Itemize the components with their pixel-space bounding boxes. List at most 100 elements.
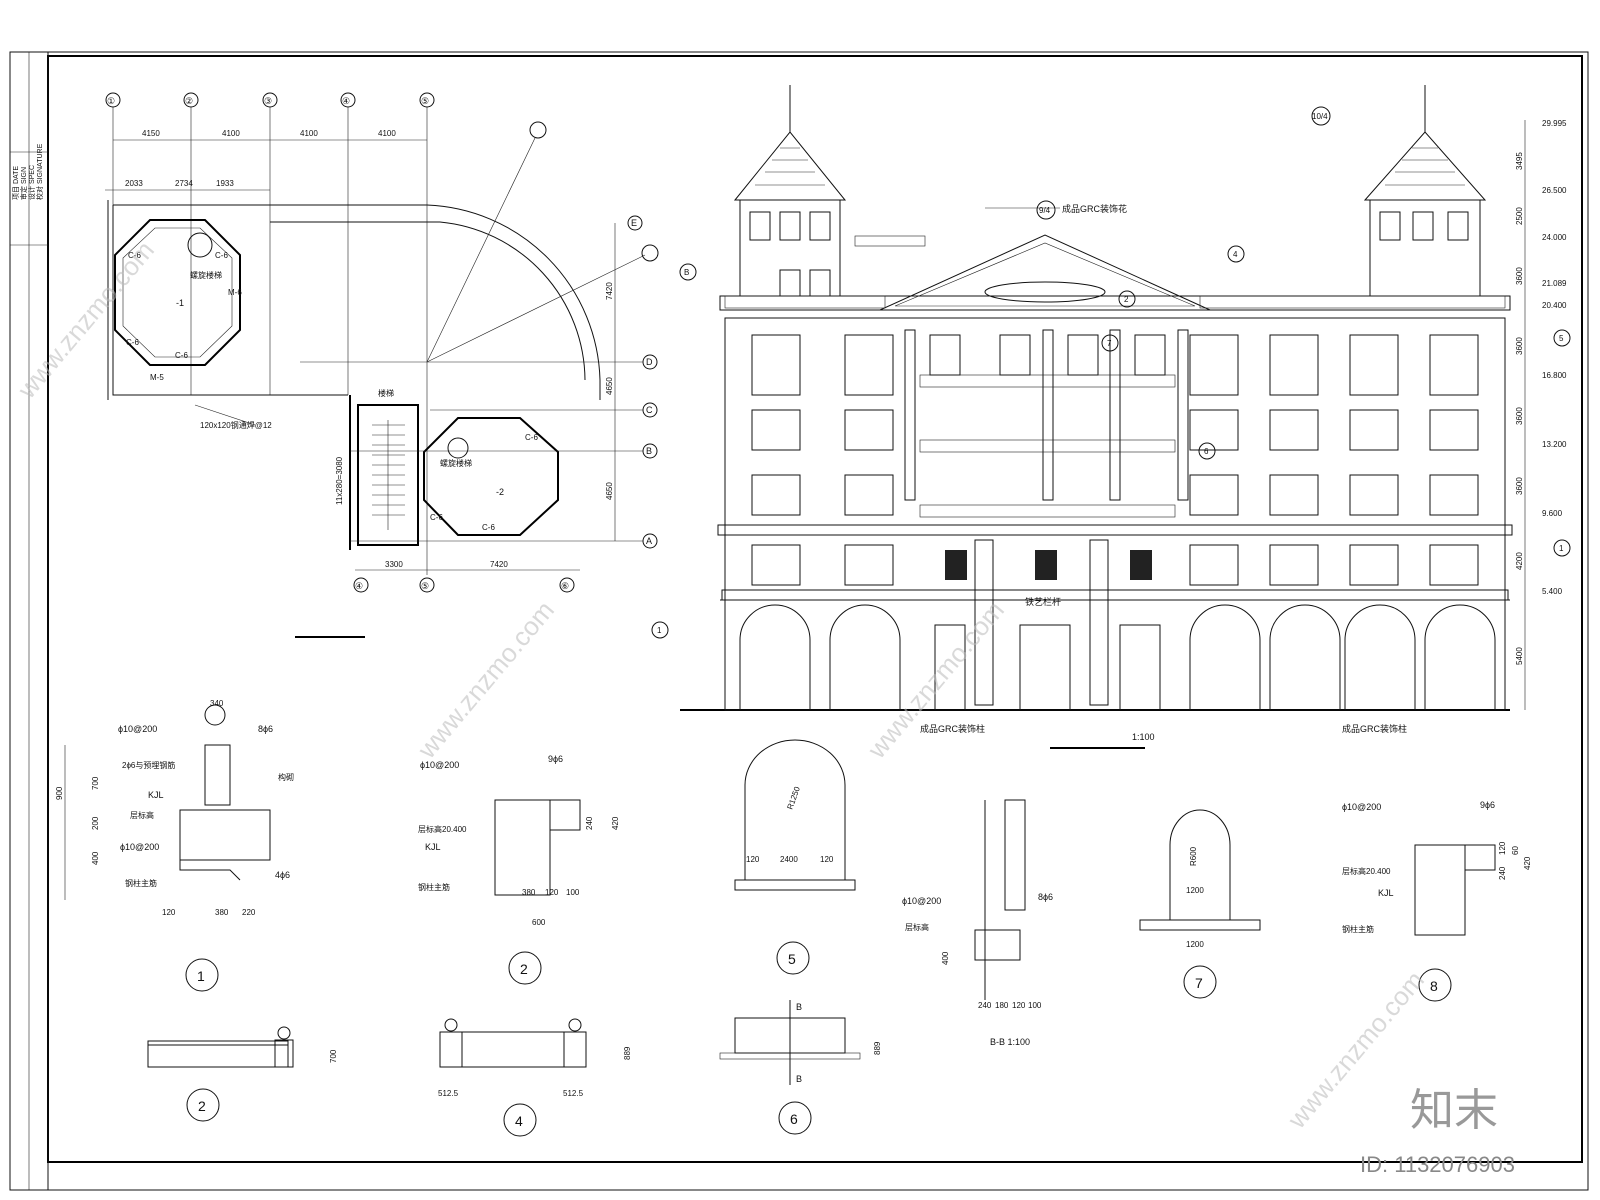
stair-2-label: 螺旋楼梯 [440, 458, 472, 468]
d1-dim-8: 220 [242, 908, 256, 917]
win-tag-4: C-6 [126, 338, 139, 347]
title-block-col1: 项目 DATE [12, 166, 20, 200]
dbb-num: B-B 1:100 [990, 1037, 1030, 1047]
ground-arches [739, 539, 1496, 711]
left-tower [739, 199, 841, 297]
axis-C: C [646, 405, 653, 415]
level-1: 29.995 [1542, 119, 1567, 128]
bal4-dim-3: 512.5 [563, 1089, 584, 1098]
d1-num: 1 [197, 968, 205, 984]
stair-core [357, 404, 419, 546]
d2-num: 2 [520, 961, 528, 977]
plan-outer-wall [112, 204, 601, 400]
dim-top-3: 4100 [300, 129, 318, 138]
note-grc-flower: 成品GRC装饰花 [1062, 203, 1127, 214]
stair-dim-label: 11x280=3080 [335, 456, 344, 505]
watermark-3: www.znzmo.com [861, 595, 1010, 764]
roof-balustrade [724, 235, 1506, 309]
d8-note-2: 9ϕ6 [1480, 800, 1495, 810]
left-roof-hatch [755, 147, 825, 186]
d2-note-1: ϕ10@200 [420, 760, 459, 770]
bal4-dim-1: 889 [623, 1046, 632, 1060]
dim-top-2: 4100 [222, 129, 240, 138]
axis-bubbles-bottom: ④ ⑤ ⑥ 3300 7420 [353, 560, 580, 593]
d1-note-3: KJL [148, 790, 164, 800]
elevation-callouts: 9/4 10/4 4 5 6 7 2 1 1 B [651, 106, 1571, 639]
detail-8: ϕ10@200 9ϕ6 层标高20.400 KJL 钢柱主筋 240 120 6… [1342, 800, 1532, 1002]
d2-dim-2: 380 [522, 888, 536, 897]
d1-note-5: ϕ10@200 [120, 842, 159, 852]
d2-dim-3: 120 [545, 888, 559, 897]
d5-dim-2: 120 [746, 855, 760, 864]
callout-1: 9/4 [1039, 206, 1051, 215]
rdim-1: 3495 [1515, 152, 1524, 170]
axis-2: ② [185, 96, 193, 106]
details: ϕ10@200 8ϕ6 KJL 层标高 ϕ10@200 钢柱主筋 4ϕ6 2ϕ6… [55, 699, 1532, 1137]
d7-note-1: R600 [1189, 846, 1198, 866]
watermarks: www.znzmo.com www.znzmo.com www.znzmo.co… [11, 235, 1430, 1134]
building-body [724, 317, 1506, 711]
dim-top-4: 4100 [378, 129, 396, 138]
dbb-dim-1: 240 [978, 1001, 992, 1010]
dbb-dim-4: 100 [1028, 1001, 1042, 1010]
win-tag-7: C-6 [525, 433, 538, 442]
axis-bubbles-right: E D C B A 7420 4650 4650 [300, 215, 658, 549]
dbb-dim-5: 400 [941, 951, 950, 965]
callout-8: 1 [1559, 544, 1564, 553]
d8-dim-2: 120 [1498, 841, 1507, 855]
level-8: 9.600 [1542, 509, 1563, 518]
win-tag-3: C-6 [175, 351, 188, 360]
win-tag-1: C-6 [128, 251, 141, 260]
note-grc-column-left: 成品GRC装饰柱 [920, 723, 985, 734]
d1-dim-1: 340 [210, 699, 224, 708]
d7-dim-2: 1200 [1186, 940, 1204, 949]
rdim-4: 3600 [1515, 337, 1524, 355]
bal4-dim-2: 512.5 [438, 1089, 459, 1098]
dim-bottom-1: 3300 [385, 560, 403, 569]
d5-num: 5 [788, 951, 796, 967]
d8-note-5: 钢柱主筋 [1342, 924, 1374, 934]
watermark-2: www.znzmo.com [411, 595, 560, 764]
balustrade-6: B B 889 6 [719, 1000, 882, 1135]
front-elevation: 29.995 26.500 24.000 21.089 20.400 16.80… [651, 85, 1571, 749]
d2-note-2: 9ϕ6 [548, 754, 563, 764]
spiral-stair-1 [187, 232, 213, 258]
floor-plan: ① ② ③ ④ ⑤ 4150 4100 4100 4100 2033 2734 … [105, 92, 659, 638]
dim-right-2: 4650 [605, 377, 614, 395]
rdim-6: 3600 [1515, 477, 1524, 495]
dim-top-1: 4150 [142, 129, 160, 138]
win-tag-5: M-6 [228, 288, 242, 297]
d1-dim-7: 380 [215, 908, 229, 917]
level-marks: 29.995 26.500 24.000 21.089 20.400 16.80… [1515, 119, 1567, 710]
d2-dim-4: 100 [566, 888, 580, 897]
title-block-col3: 设计 SPEC [27, 165, 36, 200]
d1-note-1: ϕ10@200 [118, 724, 157, 734]
d8-note-4: KJL [1378, 888, 1394, 898]
d1-dim-4: 200 [91, 816, 100, 830]
callout-9: 1 [657, 626, 662, 635]
central-columns [904, 329, 1189, 518]
win-tag-9: C-6 [430, 513, 443, 522]
dim-bottom-2: 7420 [490, 560, 508, 569]
title-block-col4: 校对 SIGNATURE [35, 143, 44, 200]
bal6-dim-1: 889 [873, 1041, 882, 1055]
d1-note-7: 4ϕ6 [275, 870, 290, 880]
d2-dim-1: 600 [532, 918, 546, 927]
d1-dim-6: 120 [162, 908, 176, 917]
stair-label: 楼梯 [378, 388, 394, 398]
d1-dim-5: 400 [91, 851, 100, 865]
rdim-2: 2500 [1515, 207, 1524, 225]
d8-dim-3: 60 [1511, 846, 1520, 855]
dim-top2-1: 2033 [125, 179, 143, 188]
d8-note-3: 层标高20.400 [1342, 866, 1391, 876]
d8-dim-1: 240 [1498, 866, 1507, 880]
callout-7: 2 [1124, 295, 1129, 304]
d8-note-1: ϕ10@200 [1342, 802, 1381, 812]
level-7: 13.200 [1542, 440, 1567, 449]
upper-windows [751, 334, 1479, 586]
d1-note-2: 8ϕ6 [258, 724, 273, 734]
d8-num: 8 [1430, 978, 1438, 994]
watermark-4: www.znzmo.com [1281, 965, 1430, 1134]
balustrade-4: 889 512.5 512.5 4 [438, 1018, 632, 1137]
axis-D: D [646, 357, 653, 367]
